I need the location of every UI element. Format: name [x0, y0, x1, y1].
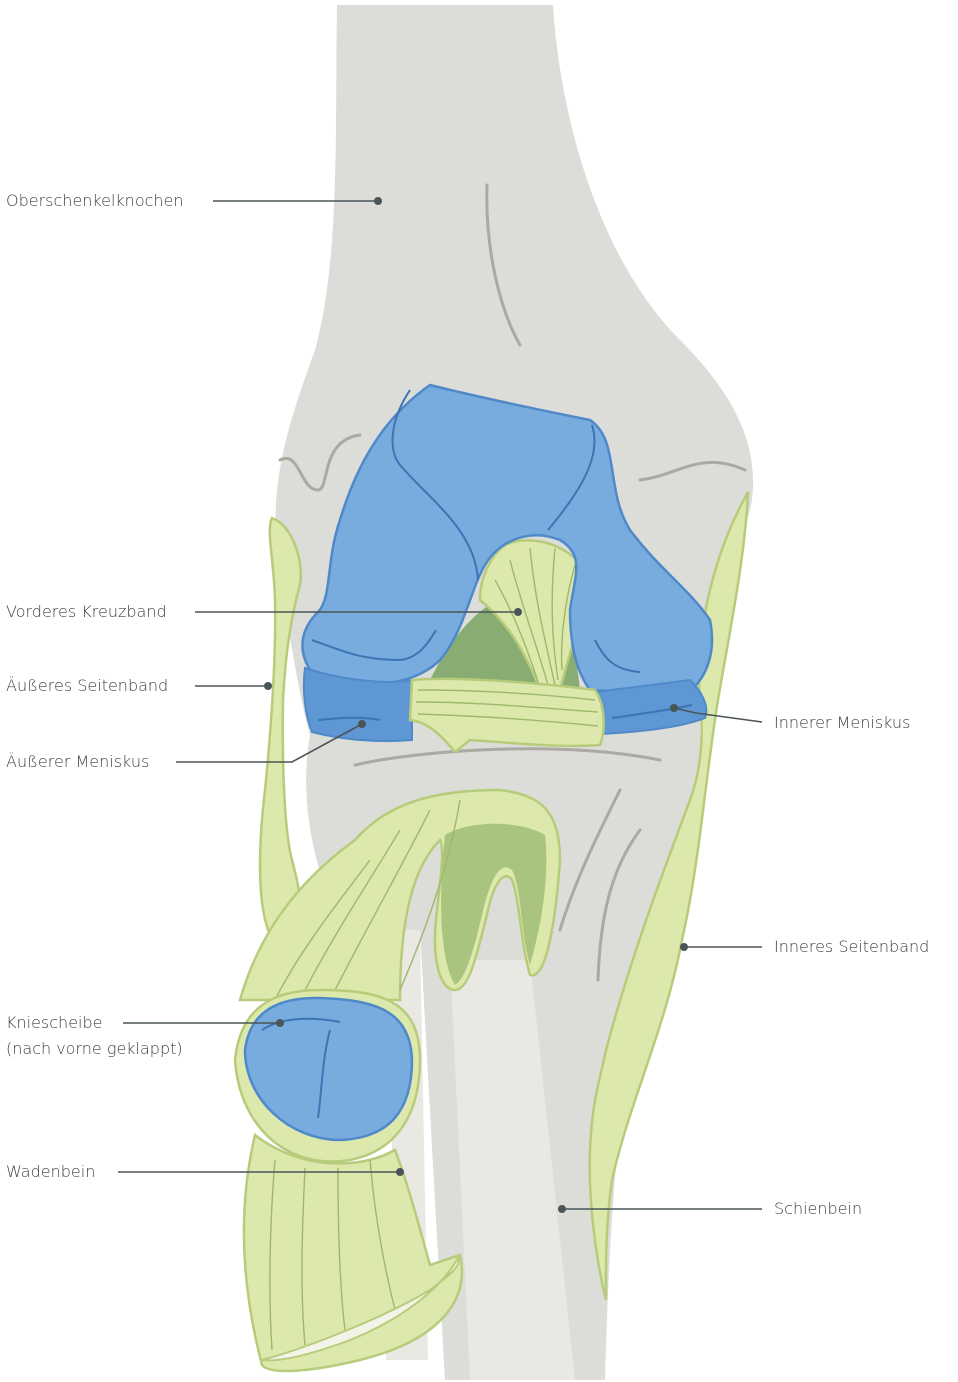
label-acl: Vorderes Kreuzband — [6, 601, 167, 623]
lateral-collateral-ligament — [260, 518, 301, 930]
label-tibia: Schienbein — [774, 1198, 862, 1220]
label-mcl: Inneres Seitenband — [774, 936, 929, 958]
label-lcl: Äußeres Seitenband — [6, 675, 168, 697]
label-femur: Oberschenkelknochen — [6, 190, 184, 212]
label-lateral-meniscus: Äußerer Meniskus — [6, 751, 149, 773]
label-patella: Kniescheibe — [6, 1012, 102, 1034]
label-fibula: Wadenbein — [6, 1161, 95, 1183]
label-patella-note: (nach vorne geklappt) — [6, 1038, 183, 1060]
label-medial-meniscus: Innerer Meniskus — [774, 712, 910, 734]
